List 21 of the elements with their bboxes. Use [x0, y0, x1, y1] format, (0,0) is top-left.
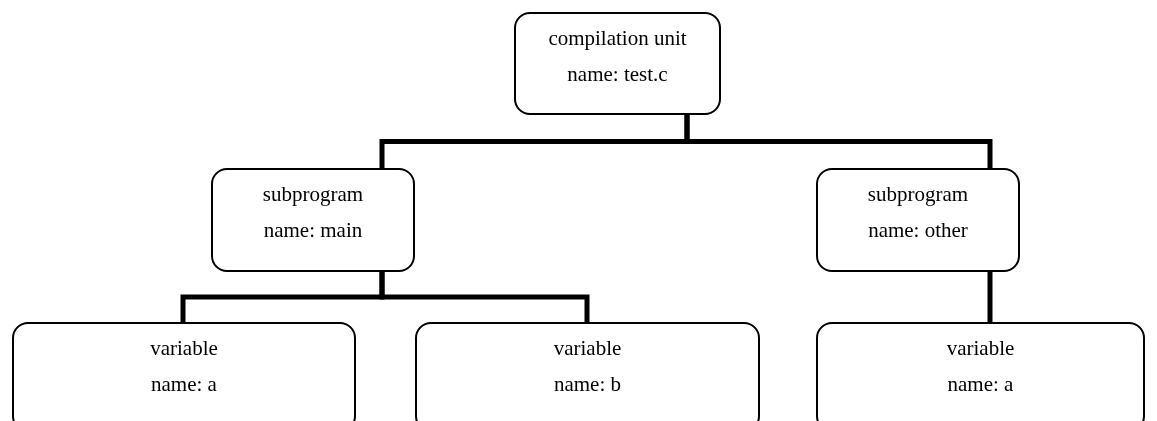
node-title: subprogram: [867, 182, 969, 206]
node-title: variable: [150, 336, 218, 360]
node-name: name: b: [553, 372, 622, 396]
rounded-box: [816, 168, 1020, 272]
node-title: variable: [553, 336, 622, 360]
node-name: name: main: [263, 218, 363, 242]
node-name: name: test.c: [567, 62, 668, 86]
connector-line: [684, 115, 993, 168]
node-name: name: a: [947, 372, 1014, 396]
connector-line: [987, 272, 993, 322]
rounded-box: [12, 322, 356, 421]
node-title: variable: [946, 336, 1015, 360]
node-name: name: other: [868, 218, 968, 242]
rounded-box: [415, 322, 760, 421]
node-title: subprogram: [262, 182, 364, 206]
node-title: compilation unit: [548, 26, 687, 50]
node-name: name: a: [151, 372, 217, 396]
rounded-box: [816, 322, 1145, 421]
connector-line: [379, 272, 590, 322]
rounded-box: [514, 12, 721, 115]
rounded-box: [211, 168, 415, 272]
